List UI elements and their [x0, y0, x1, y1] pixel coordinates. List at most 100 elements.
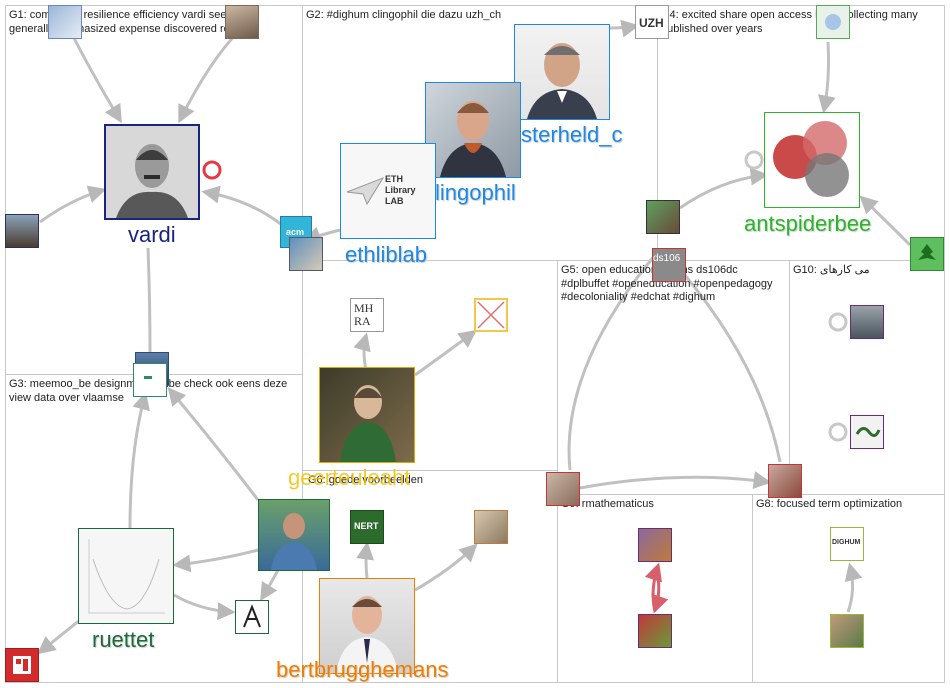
edge — [167, 387, 260, 501]
portrait-icon — [440, 101, 506, 177]
group-label: G10: می کارهای — [793, 264, 870, 276]
node-avatar[interactable] — [816, 5, 850, 39]
node-avatar[interactable]: NERT — [350, 510, 384, 544]
node-avatar[interactable] — [546, 472, 580, 506]
edge — [609, 19, 640, 38]
group-label: G4: excited share open access book colle… — [661, 9, 918, 35]
node-avatar[interactable] — [850, 305, 884, 339]
node-avatar[interactable] — [638, 528, 672, 562]
node-avatar[interactable] — [5, 214, 39, 248]
node-avatar[interactable] — [646, 200, 680, 234]
self-loop — [828, 312, 848, 332]
node-avatar[interactable] — [850, 415, 884, 449]
edge — [70, 33, 122, 124]
edge — [353, 332, 371, 371]
self-loop — [744, 150, 764, 170]
node-label-sterheld-c: sterheld_c — [521, 122, 623, 147]
node-label-antspiderbee: antspiderbee — [744, 211, 872, 236]
group-label: G9: rmathematicus — [561, 498, 654, 510]
node-label-geerteuleaht: geerteuleaht — [288, 465, 411, 490]
node-label-bertbrugghemans: bertbrugghemans — [276, 657, 449, 682]
node-label-ruettet: ruettet — [92, 627, 155, 652]
node-avatar[interactable] — [830, 614, 864, 648]
edge — [128, 391, 150, 529]
edge — [146, 247, 152, 356]
node-dighum[interactable]: DIGHUM — [830, 527, 864, 561]
acm-logo-text: acm — [286, 227, 305, 237]
node-avatar[interactable] — [235, 600, 269, 634]
group-label: G6: goede voorbeelden — [306, 474, 510, 488]
node-vardi[interactable] — [104, 124, 200, 220]
group-label: G8: focused term optimization — [756, 498, 903, 510]
portrait-icon — [340, 385, 396, 462]
dash-icon — [144, 376, 152, 379]
portrait-icon — [271, 513, 317, 570]
antspiderbee-logo — [773, 121, 849, 197]
x-logo-icon — [243, 604, 261, 628]
edge — [356, 541, 375, 579]
node-antspiderbee[interactable] — [764, 112, 860, 208]
node-label-ethliblab: ethliblab — [345, 242, 427, 267]
node-avatar[interactable] — [638, 614, 672, 648]
spider-icon — [825, 14, 841, 30]
edge — [844, 562, 863, 613]
node-ds106[interactable]: ds106 — [652, 248, 686, 282]
edge — [201, 185, 283, 227]
group-box-g9: G9: rmathematicus — [557, 494, 753, 683]
edge — [670, 259, 782, 463]
edge — [260, 569, 280, 602]
edge — [37, 618, 81, 655]
node-avatar[interactable] — [133, 363, 167, 397]
node-avatar[interactable] — [5, 648, 39, 682]
calligraphy-icon — [855, 427, 881, 437]
grid-logo-icon — [13, 656, 31, 674]
reciprocal-edge — [651, 567, 669, 614]
edge — [679, 167, 769, 210]
node-label-clingophil: clingophil — [424, 180, 516, 205]
group-box-g8: G8: focused term optimization — [752, 494, 945, 683]
edge — [173, 593, 236, 621]
node-avatar[interactable]: UZH — [635, 5, 669, 39]
node-label-vardi: vardi — [128, 222, 176, 247]
edge — [414, 329, 477, 377]
edge — [39, 185, 107, 224]
edge — [414, 543, 478, 592]
group-box-g10: G10: می کارهای — [789, 260, 945, 495]
node-avatar[interactable] — [258, 499, 330, 571]
node-avatar[interactable] — [474, 510, 508, 544]
broken-image-icon — [477, 301, 505, 329]
node-missing-image[interactable] — [474, 298, 508, 332]
ds106-logo-text: ds106 — [653, 253, 681, 264]
self-loop — [828, 422, 848, 442]
edge — [817, 41, 836, 114]
portrait-icon — [527, 43, 597, 119]
node-clingophil[interactable] — [425, 82, 521, 178]
node-avatar[interactable] — [225, 5, 259, 39]
uzh-logo-text: UZH — [639, 16, 664, 30]
node-sterheld-c[interactable] — [514, 24, 610, 120]
node-geerteuleaht[interactable] — [319, 367, 415, 463]
edge — [859, 195, 912, 247]
node-bertbrugghemans[interactable] — [319, 578, 415, 674]
portrait-icon — [116, 144, 188, 218]
portrait-icon — [336, 596, 398, 673]
thumbnail-chart-icon — [88, 539, 165, 614]
nert-logo-text: NERT — [354, 521, 379, 531]
group-box-g5: G5: open education means ds106dc #dplbuf… — [557, 260, 790, 495]
self-loop — [202, 160, 222, 180]
node-ruettet[interactable] — [78, 528, 174, 624]
node-avatar[interactable] — [910, 237, 944, 271]
paper-plane-icon — [346, 176, 385, 206]
node-avatar[interactable] — [768, 464, 802, 498]
leaf-icon — [918, 244, 936, 266]
dighum-logo-text: DIGHUM — [832, 539, 861, 546]
node-avatar[interactable] — [48, 5, 82, 39]
group-label: G5: open education means ds106dc #dplbuf… — [561, 264, 773, 303]
node-avatar[interactable] — [289, 237, 323, 271]
